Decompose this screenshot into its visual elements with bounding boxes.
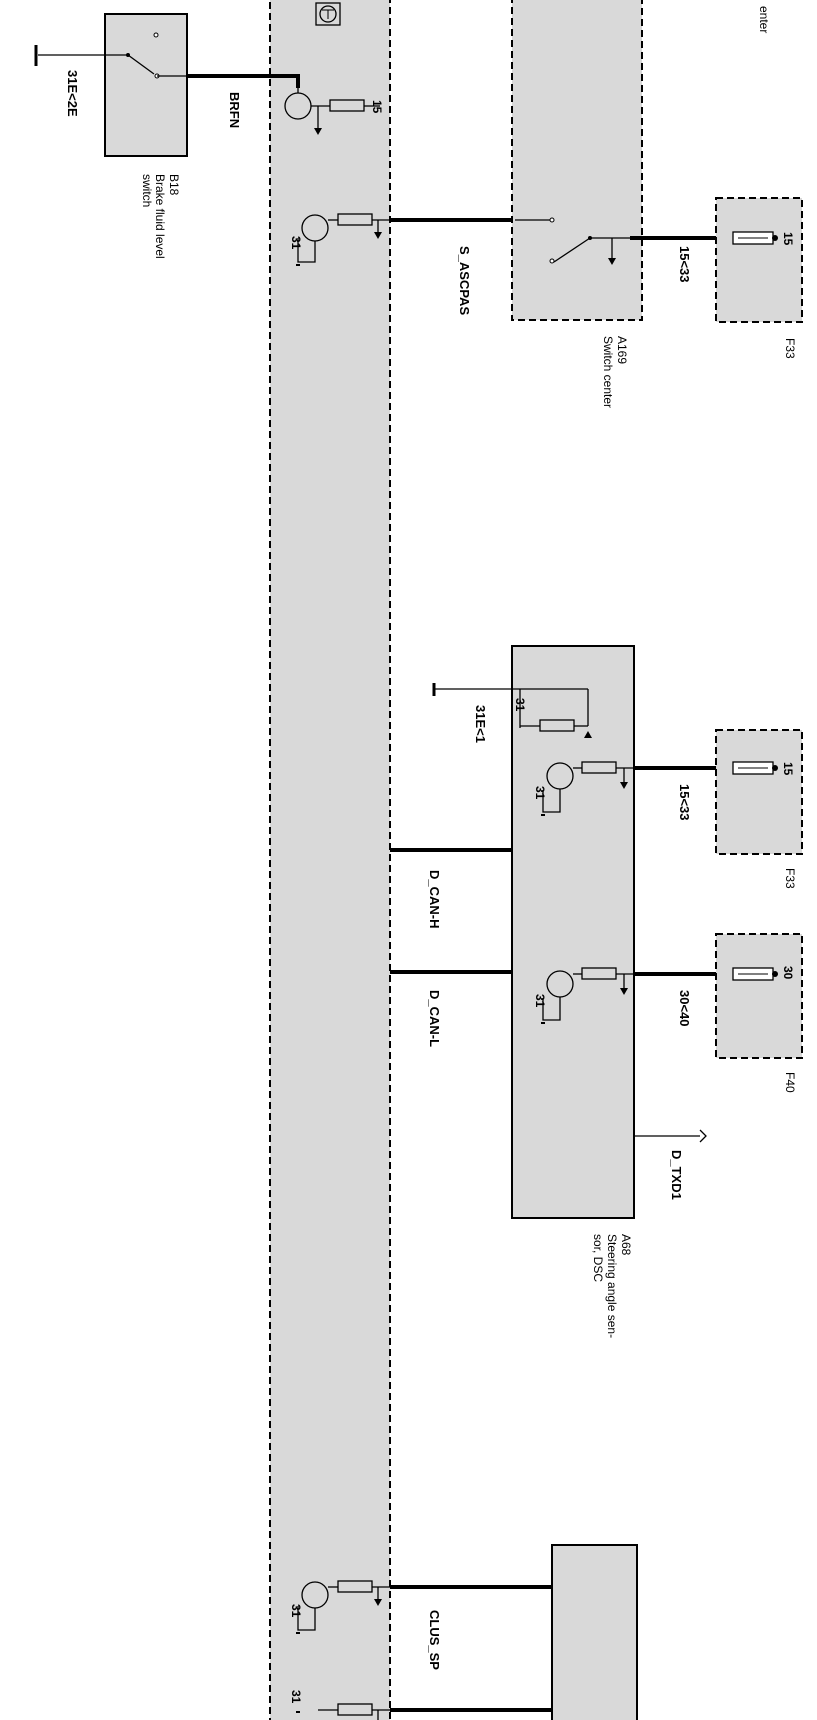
transistor-icon [541,761,634,816]
b18-box [104,13,188,157]
a169-switch-icon [515,217,630,265]
ecu-pin-s-ascpas: 31 [289,236,303,250]
b18-switch-icon [38,32,187,79]
a68-box [511,645,635,1219]
bottom-component-box [551,1544,638,1720]
ecu-pin-clus: 31 [289,1604,303,1618]
ground-wire-label: 31E<2E [65,70,80,117]
ecu-pin-bottom: 31 [289,1690,303,1704]
f33-mid-id: F33 [783,868,797,889]
brfn-label: BRFN [227,92,242,128]
a68-ground-pin: 31 [513,698,527,712]
fuse-icon [732,761,778,775]
b18-caption-line1: Brake fluid level [153,174,167,259]
transistor-icon [296,213,390,266]
transistor-icon [296,1580,390,1634]
b18-id-label: B18 [167,174,181,196]
s-ascpas-label: S_ASCPAS [457,246,472,315]
a68-transistor1-pin: 31 [533,786,547,800]
f40-id: F40 [783,1072,797,1093]
f33-top-box [715,197,803,323]
f40-box [715,933,803,1059]
can-h-label: D_CAN-H [427,870,442,929]
a68-ground-label: 31E<1 [473,705,488,743]
a169-supply-label: 15<33 [677,246,692,283]
a68-caption-line2: sor, DSC [591,1234,605,1282]
resistor-icon [519,689,592,738]
fuse-icon [732,231,778,245]
f33-mid-pin: 15 [781,762,795,776]
can-l-label: D_CAN-L [427,990,442,1047]
ecu-module-box [269,0,391,1720]
connector-arrow-icon [699,1129,707,1143]
f33-top-id: F33 [783,338,797,359]
ecu-symbol-icon [315,2,341,26]
transistor-icon [541,967,634,1024]
a68-supply-30-label: 30<40 [677,990,692,1027]
transistor-icon [284,88,380,135]
fuse-icon [732,967,778,981]
a169-box [511,0,643,321]
b18-caption-line2: switch [140,174,154,207]
brfn-wire [187,74,300,88]
f33-top-pin: 15 [781,232,795,246]
clus-sp-label: CLUS_SP [427,1610,442,1670]
top-right-partial-label: enter [757,6,771,33]
ecu-pin-brfn: 15 [370,100,384,114]
f33-mid-box [715,729,803,855]
a68-caption-line1: Steering angle sen- [605,1234,619,1338]
txd1-label: D_TXD1 [669,1150,684,1200]
f40-pin: 30 [781,966,795,980]
a169-caption: Switch center [601,336,615,408]
a68-id-label: A68 [619,1234,633,1256]
resistor-icon [296,1703,390,1720]
a68-transistor2-pin: 31 [533,994,547,1008]
a68-supply-15-label: 15<33 [677,784,692,821]
a169-id-label: A169 [615,336,629,364]
